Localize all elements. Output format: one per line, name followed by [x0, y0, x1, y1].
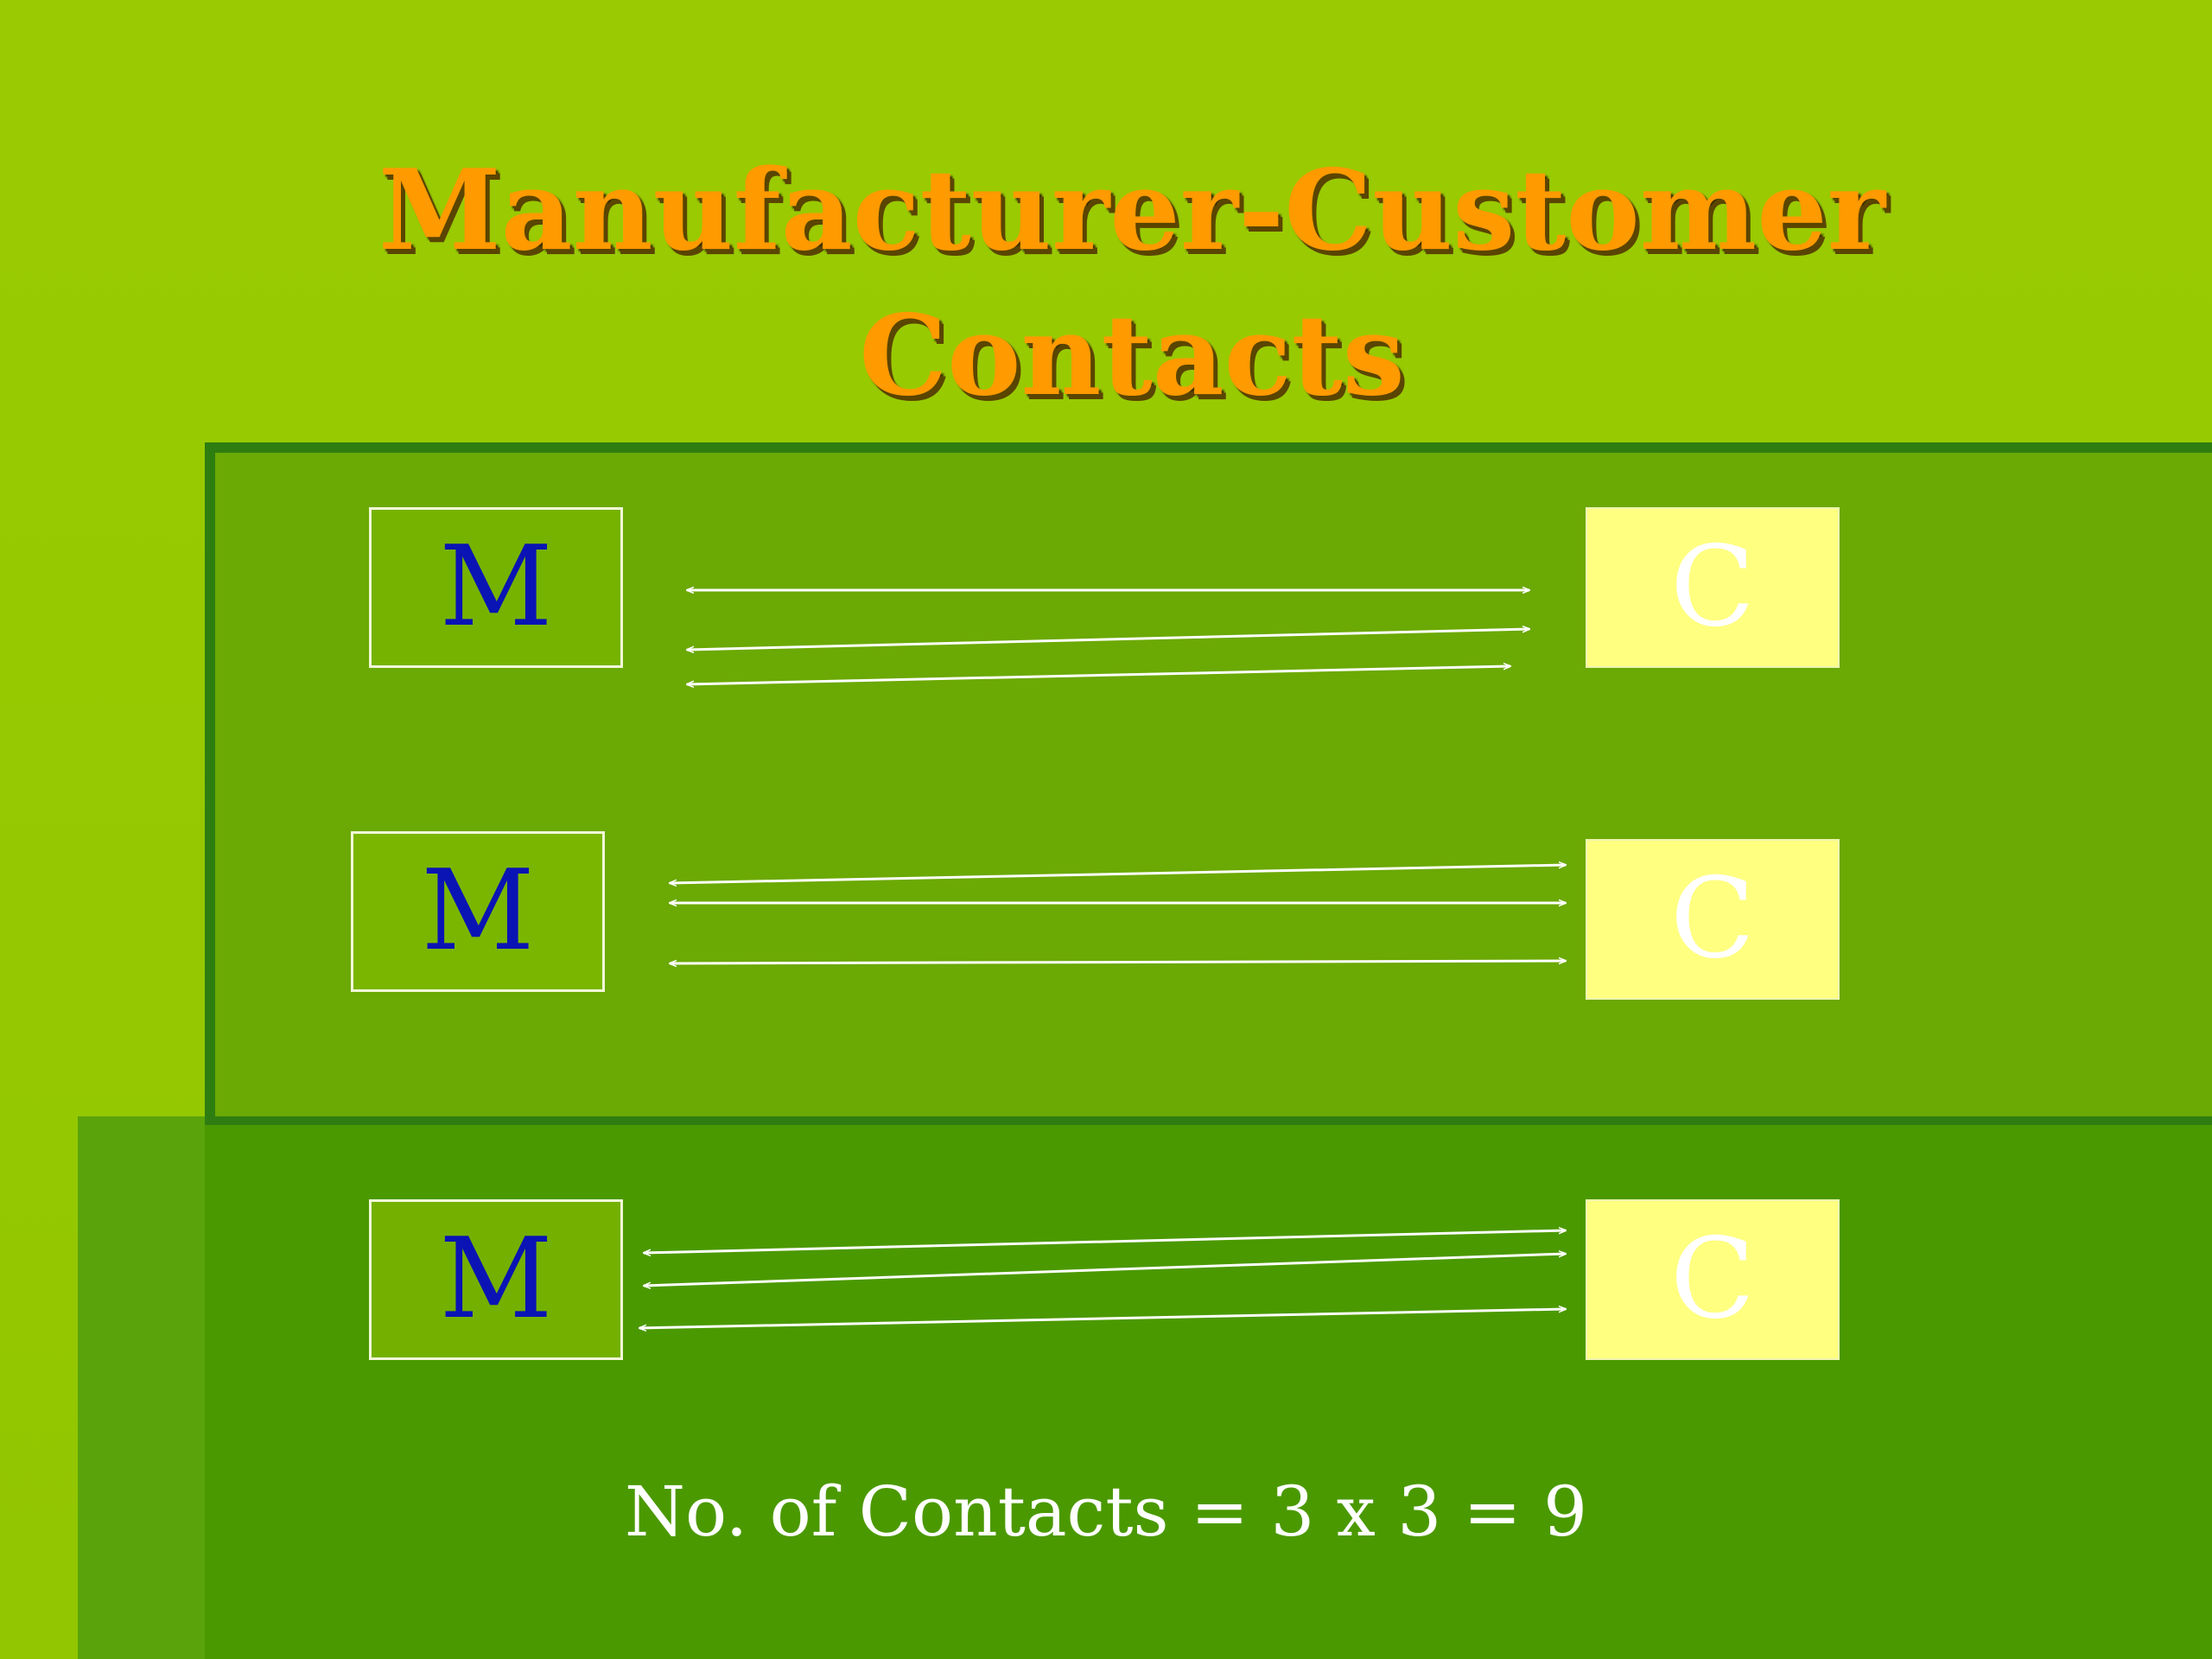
contact-arrow-m2-c1 [670, 865, 1566, 883]
customer-box-1: C [1586, 507, 1840, 668]
manufacturer-box-2: M [351, 831, 605, 992]
contact-arrow-m3-c3 [639, 1309, 1566, 1328]
contact-arrow-m1-c2 [687, 629, 1529, 650]
manufacturer-box-3: M [369, 1199, 623, 1360]
customer-box-2: C [1586, 839, 1840, 1000]
customer-label-2: C [1670, 855, 1755, 983]
manufacturer-label-3: M [439, 1215, 553, 1344]
slide-title: Manufacturer-Customer Contacts [0, 138, 2212, 429]
contacts-formula: No. of Contacts = 3 x 3 = 9 [624, 1471, 1588, 1552]
contact-arrow-m3-c2 [644, 1254, 1566, 1286]
contact-arrow-m2-c3 [670, 961, 1566, 963]
background-panel-bottom-strip [78, 1116, 205, 1659]
manufacturer-label-1: M [439, 523, 553, 652]
customer-label-1: C [1670, 523, 1755, 652]
contact-arrow-m1-c3 [687, 666, 1510, 684]
customer-box-3: C [1586, 1199, 1840, 1360]
customer-label-3: C [1670, 1215, 1755, 1344]
title-line-1: Manufacturer-Customer [378, 146, 1886, 276]
contact-arrow-m3-c1 [644, 1230, 1566, 1253]
manufacturer-box-1: M [369, 507, 623, 668]
title-line-2: Contacts [859, 291, 1405, 421]
manufacturer-label-2: M [421, 847, 535, 976]
